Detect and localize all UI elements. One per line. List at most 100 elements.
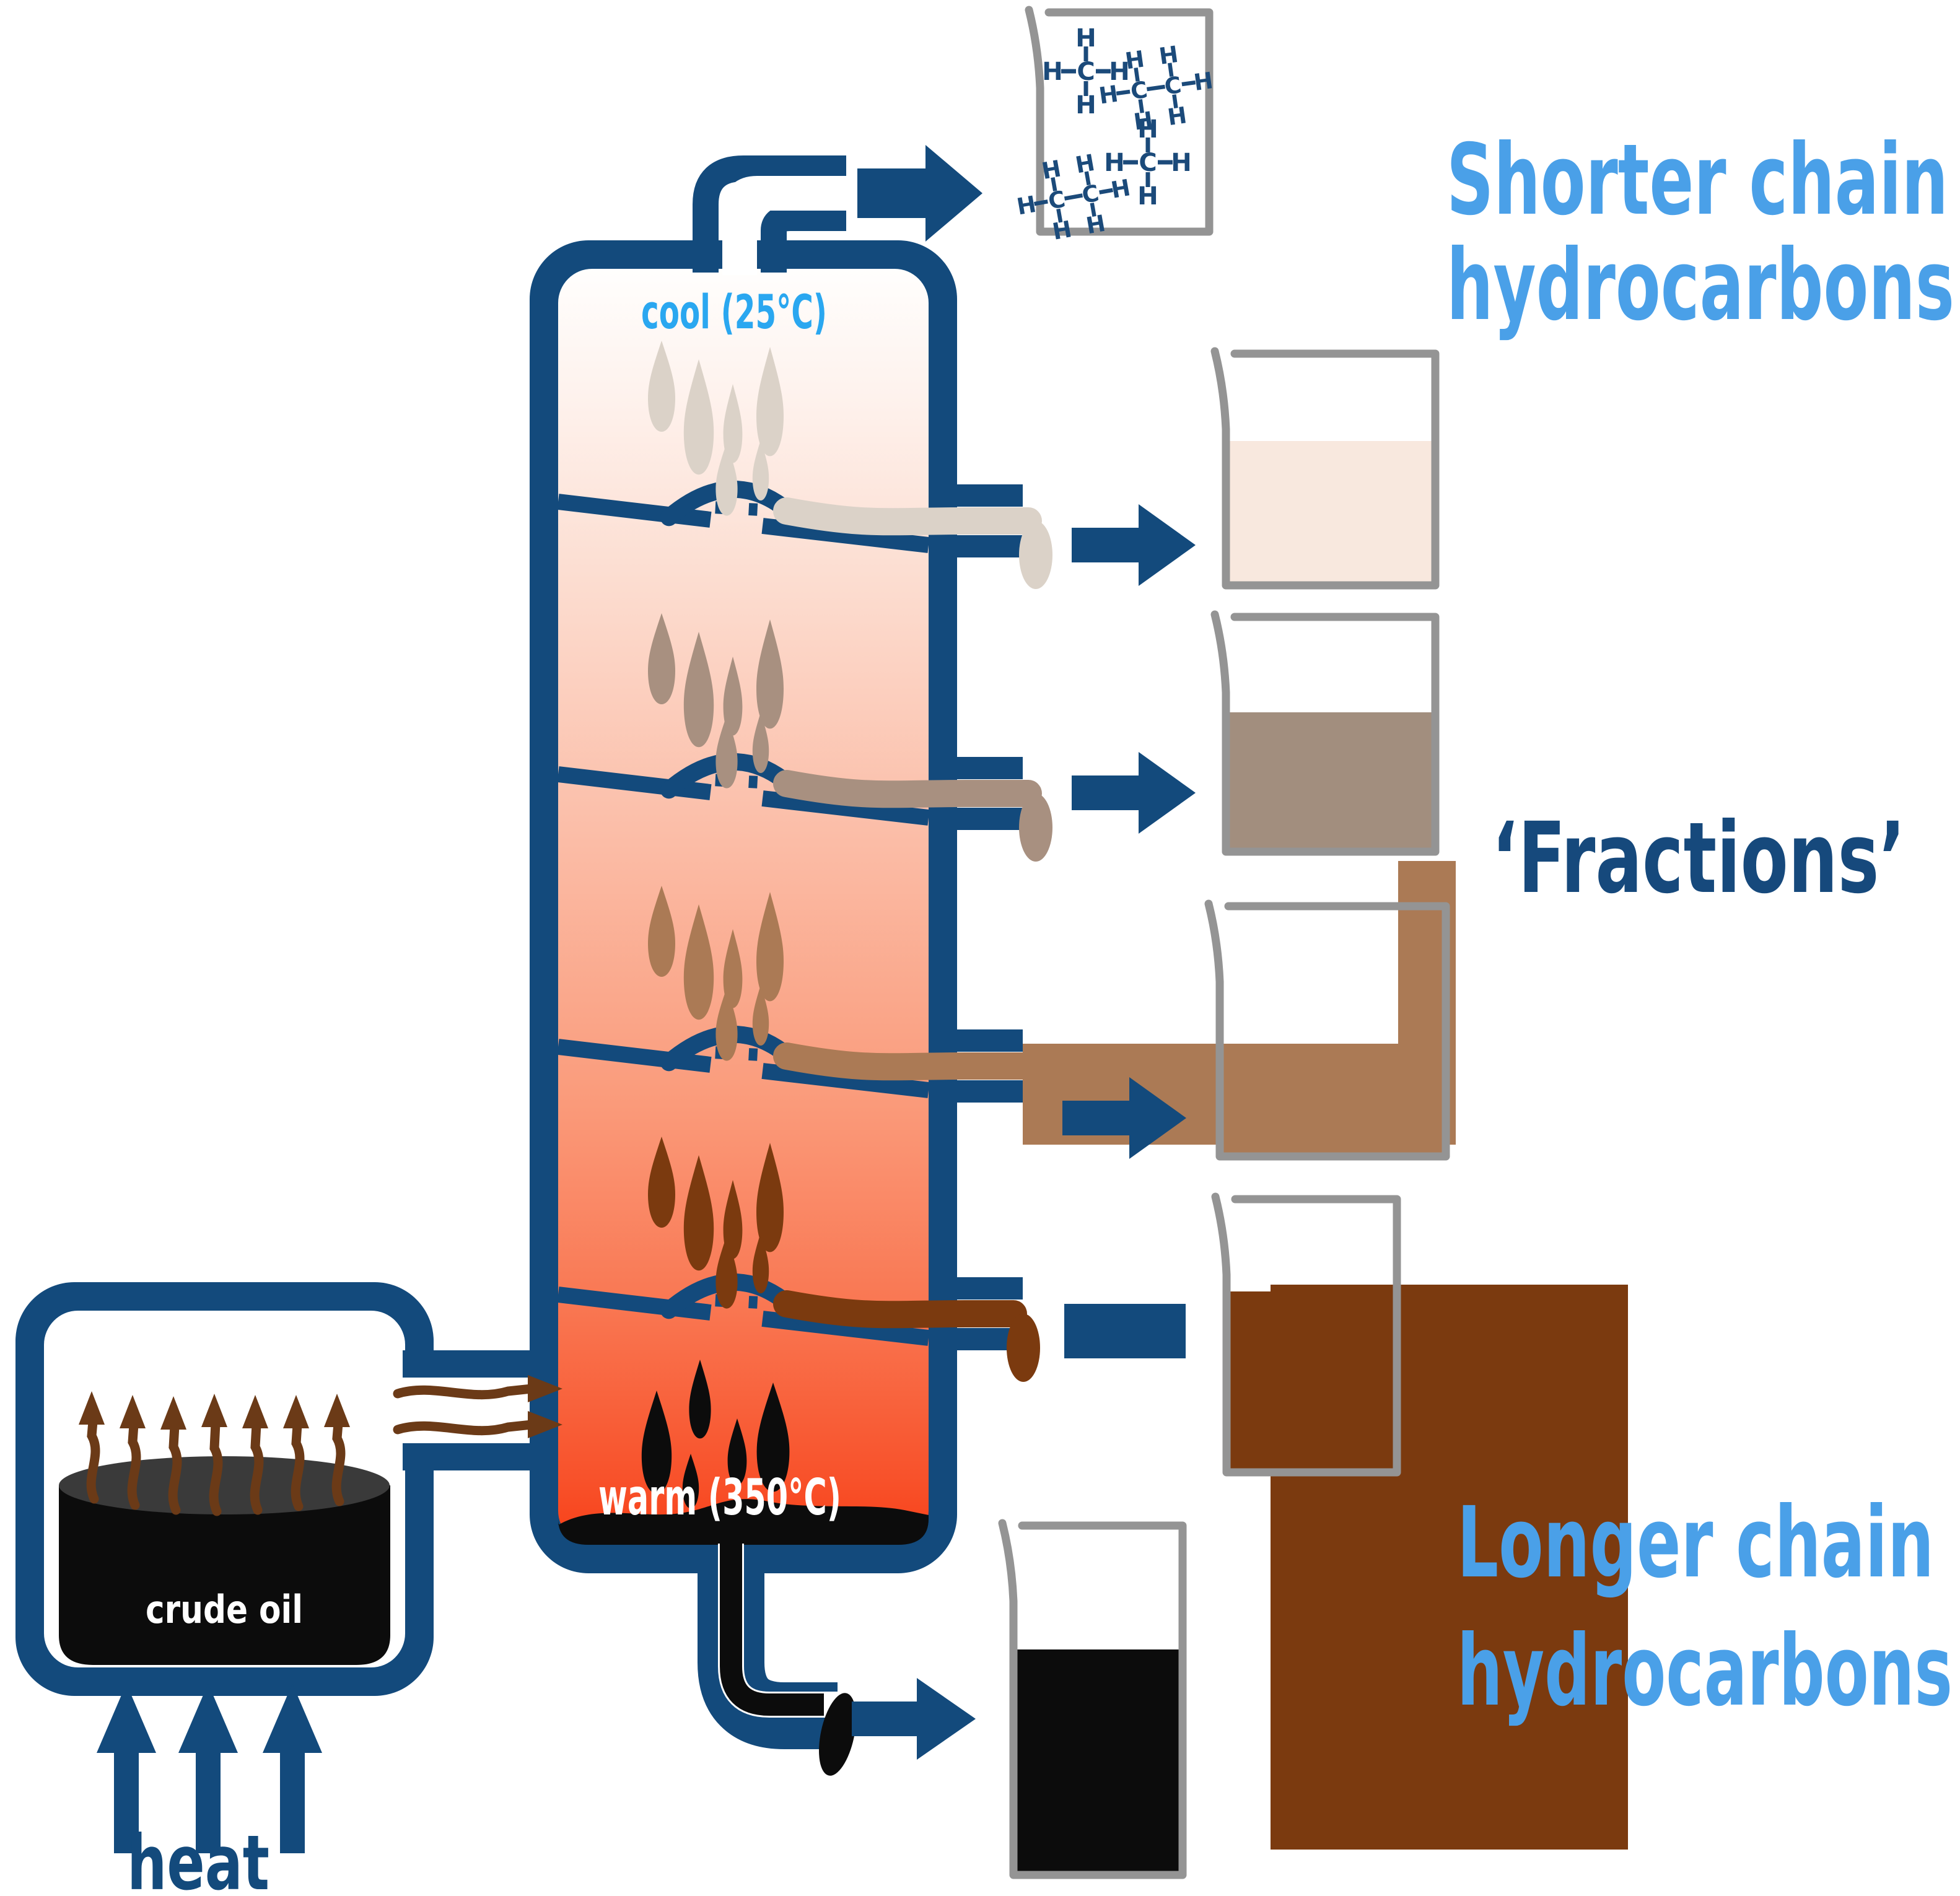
ethane-molecule: C C H H H H H H <box>1015 149 1132 245</box>
fraction-2-drip <box>1019 793 1052 862</box>
crude-oil-vessel: crude oil <box>15 1282 434 1696</box>
heat-source: heat <box>97 1684 322 1896</box>
crude-oil-pool <box>59 1485 390 1665</box>
atom-label: C <box>1139 149 1157 177</box>
heat-arrow-icon <box>263 1684 322 1853</box>
fraction-2-liquid <box>1226 712 1435 855</box>
vapour-arrow-icon <box>393 1375 562 1402</box>
atom-label: H <box>1075 24 1096 53</box>
atom-label: H <box>1039 155 1063 185</box>
tray-3 <box>557 1039 930 1098</box>
atom-label: H <box>1074 149 1097 179</box>
fraction-outlets <box>773 484 1456 1382</box>
atom-label: C <box>1129 76 1149 105</box>
beaker-fraction-3 <box>1204 899 1450 1161</box>
vapour-arrow-icon <box>283 1395 309 1511</box>
outlet-2 <box>773 752 1196 862</box>
atom-label: H <box>1104 149 1124 177</box>
fraction-1-drip <box>1019 521 1052 589</box>
gas-pipe-outer-wall <box>693 155 846 273</box>
outlet-3 <box>773 861 1456 1159</box>
atom-label: H <box>1124 46 1146 75</box>
atom-label: C <box>1163 71 1183 100</box>
warm-temperature-label: warm (350°C) <box>598 1469 841 1526</box>
vapour-arrow-icon <box>324 1394 350 1506</box>
gas-pipe-inner-wall <box>761 205 846 273</box>
atom-label: H <box>1192 67 1214 96</box>
atom-label: H <box>1015 191 1038 221</box>
column-interior <box>558 269 929 1545</box>
residue-drip <box>819 1693 856 1776</box>
tray-1 <box>557 494 930 553</box>
atom-label: H <box>1084 210 1108 240</box>
fraction-3-stream <box>773 1042 1049 1081</box>
beaker-residue <box>998 1519 1187 1879</box>
atom-label: H <box>1042 58 1062 86</box>
crude-oil-surface <box>59 1456 390 1514</box>
outlet-stub <box>929 757 1023 779</box>
trays <box>557 494 930 1346</box>
outlet-stub <box>929 1029 1023 1052</box>
residue-pool <box>558 1499 929 1545</box>
atom-label: C <box>1077 58 1095 86</box>
beaker-fraction-2 <box>1210 610 1440 856</box>
residue-flow-arrow <box>852 1678 976 1760</box>
methane-molecule: C H H H H <box>1042 24 1129 120</box>
fraction-2-stream <box>773 770 1042 808</box>
longer-chain-label-line2: hydrocarbons <box>1457 1614 1953 1728</box>
atom-label: H <box>1051 216 1074 245</box>
residue-outlet-pipe <box>698 1524 976 1776</box>
fraction-2-flow-arrow <box>1072 752 1196 834</box>
fractions-label: ‘Fractions’ <box>1492 802 1905 915</box>
heat-arrow-icon <box>97 1684 156 1853</box>
atom-label: H <box>1137 182 1158 211</box>
cool-temperature-label: cool (25°C) <box>641 284 827 339</box>
heat-arrow-icon <box>178 1684 238 1853</box>
outlet-stub <box>929 808 1023 830</box>
heat-label: heat <box>127 1819 269 1896</box>
tray-2 <box>557 766 930 826</box>
tray-4 <box>557 1287 930 1346</box>
shorter-chain-label-line1: Shorter chain <box>1446 123 1948 237</box>
atom-label: H <box>1075 91 1096 120</box>
vapour-arrow-icon <box>393 1411 562 1438</box>
fraction-4-stream <box>773 1290 1027 1329</box>
atom-label: H <box>1097 81 1119 110</box>
atom-label: H <box>1109 174 1132 204</box>
fraction-1-stream <box>773 497 1042 536</box>
fraction-4-drip <box>1007 1314 1040 1382</box>
atom-label: H <box>1166 102 1188 131</box>
feed-vapour-arrows <box>393 1375 562 1438</box>
outlet-stub <box>929 484 1023 507</box>
shorter-chain-label-line2: hydrocarbons <box>1446 229 1954 343</box>
atom-label: H <box>1171 149 1191 177</box>
residue-stream <box>720 1524 824 1716</box>
gas-molecules: C H H H H C C H H H H H H C H H H H C <box>1015 24 1215 245</box>
fraction-1-flow-arrow <box>1072 504 1196 586</box>
longer-chain-label-line1: Longer chain <box>1457 1486 1934 1600</box>
outlet-1 <box>773 484 1196 589</box>
gas-pipe-channel <box>722 176 850 275</box>
atom-label: H <box>1137 115 1158 144</box>
methane-molecule: C H H H H <box>1104 115 1191 211</box>
outlet-stub <box>929 1080 1023 1103</box>
gas-flow-arrow <box>857 145 982 242</box>
outlet-stub <box>929 1277 1023 1300</box>
gas-outlet-pipe <box>693 145 982 275</box>
vapour-arrow-icon <box>160 1396 186 1515</box>
vapour-arrow-icon <box>242 1395 268 1515</box>
fraction-4-flow-arrow <box>1064 1304 1186 1358</box>
vapour-arrow-icon <box>120 1395 146 1510</box>
vapour-arrow-icon <box>201 1394 227 1516</box>
beaker-fraction-4 <box>1211 1192 1401 1477</box>
atom-label: H <box>1109 58 1129 86</box>
fraction-3-flow-arrow <box>1062 1077 1186 1159</box>
fraction-1-liquid <box>1226 441 1435 589</box>
longer-chain-block <box>1271 1285 1628 1850</box>
outlet-stub <box>929 535 1023 557</box>
atom-label: H <box>1132 107 1154 136</box>
residue-liquid <box>1013 1649 1183 1879</box>
outlet-4 <box>773 1277 1186 1382</box>
beaker-fraction-1 <box>1210 347 1440 590</box>
